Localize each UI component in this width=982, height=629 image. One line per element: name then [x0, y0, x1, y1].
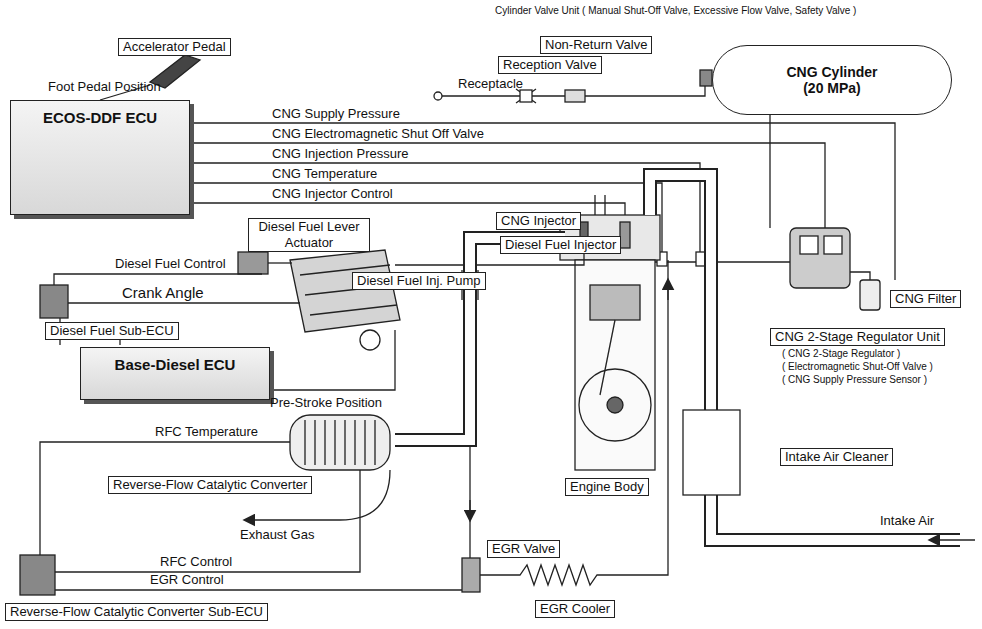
- label-box: Diesel Fuel Injector: [500, 236, 621, 254]
- annotation-label: Crank Angle: [122, 285, 204, 301]
- node-text: Accelerator Pedal: [123, 39, 226, 54]
- label-box: Diesel Fuel Inj. Pump: [352, 272, 486, 290]
- node-text: Diesel Fuel Sub-ECU: [50, 323, 174, 338]
- label-box: Diesel Fuel Sub-ECU: [45, 322, 179, 340]
- node-text: EGR Valve: [492, 541, 555, 556]
- annotation-label: RFC Temperature: [155, 425, 258, 439]
- label-box: Reverse-Flow Catalytic Converter Sub-ECU: [5, 603, 268, 621]
- label-box: CNG Injector: [496, 212, 581, 230]
- label-box: Reverse-Flow Catalytic Converter: [108, 476, 312, 494]
- node-text: CNG 2-Stage Regulator Unit: [775, 329, 940, 344]
- ecu-box: Base-Diesel ECU: [80, 347, 270, 400]
- label-box: Engine Body: [565, 478, 649, 496]
- node-text: Reverse-Flow Catalytic Converter: [113, 477, 307, 492]
- label-box: Non-Return Valve: [540, 36, 652, 54]
- node-text: Non-Return Valve: [545, 37, 647, 52]
- label-box: CNG 2-Stage Regulator Unit: [770, 328, 945, 346]
- annotation-label: Pre-Stroke Position: [270, 396, 382, 410]
- node-text: Reverse-Flow Catalytic Converter Sub-ECU: [10, 604, 263, 619]
- annotation-label: Foot Pedal Position: [48, 80, 161, 94]
- label-box: Accelerator Pedal: [118, 38, 231, 56]
- label-box: Reception Valve: [498, 56, 602, 74]
- annotation-label: RFC Control: [160, 555, 232, 569]
- annotation-label: Cylinder Valve Unit ( Manual Shut-Off Va…: [495, 5, 856, 17]
- node-text: CNG Cylinder (20 MPa): [777, 64, 887, 96]
- node-text: ECOS-DDF ECU: [17, 109, 183, 126]
- label-box: EGR Cooler: [535, 600, 615, 618]
- label-box: Diesel Fuel Lever Actuator: [248, 218, 370, 252]
- node-text: Diesel Fuel Injector: [505, 237, 616, 252]
- cylinder-tank: CNG Cylinder (20 MPa): [712, 45, 952, 115]
- node-text: Intake Air Cleaner: [785, 449, 888, 464]
- label-box: CNG Filter: [890, 290, 961, 308]
- annotation-label: ( CNG Supply Pressure Sensor ): [782, 374, 927, 386]
- annotation-label: ( CNG 2-Stage Regulator ): [782, 348, 900, 360]
- node-text: Base-Diesel ECU: [87, 356, 263, 373]
- annotation-label: Exhaust Gas: [240, 528, 314, 542]
- annotation-label: Diesel Fuel Control: [115, 257, 226, 271]
- annotation-label: Receptacle: [458, 77, 523, 91]
- annotation-label: EGR Control: [150, 573, 224, 587]
- annotation-label: CNG Supply Pressure: [272, 107, 400, 121]
- ecu-box: ECOS-DDF ECU: [10, 100, 190, 215]
- annotation-label: CNG Injection Pressure: [272, 147, 409, 161]
- label-box: EGR Valve: [487, 540, 560, 558]
- annotation-label: ( Electromagnetic Shut-Off Valve ): [782, 361, 933, 373]
- annotation-label: CNG Temperature: [272, 167, 377, 181]
- node-text: Diesel Fuel Inj. Pump: [357, 273, 481, 288]
- node-text: Reception Valve: [503, 57, 597, 72]
- annotation-label: CNG Injector Control: [272, 187, 393, 201]
- label-box: Intake Air Cleaner: [780, 448, 893, 466]
- annotation-label: Intake Air: [880, 514, 934, 528]
- node-text: Diesel Fuel Lever Actuator: [258, 219, 359, 250]
- node-text: EGR Cooler: [540, 601, 610, 616]
- node-text: Engine Body: [570, 479, 644, 494]
- node-text: CNG Injector: [501, 213, 576, 228]
- annotation-label: CNG Electromagnetic Shut Off Valve: [272, 127, 484, 141]
- node-text: CNG Filter: [895, 291, 956, 306]
